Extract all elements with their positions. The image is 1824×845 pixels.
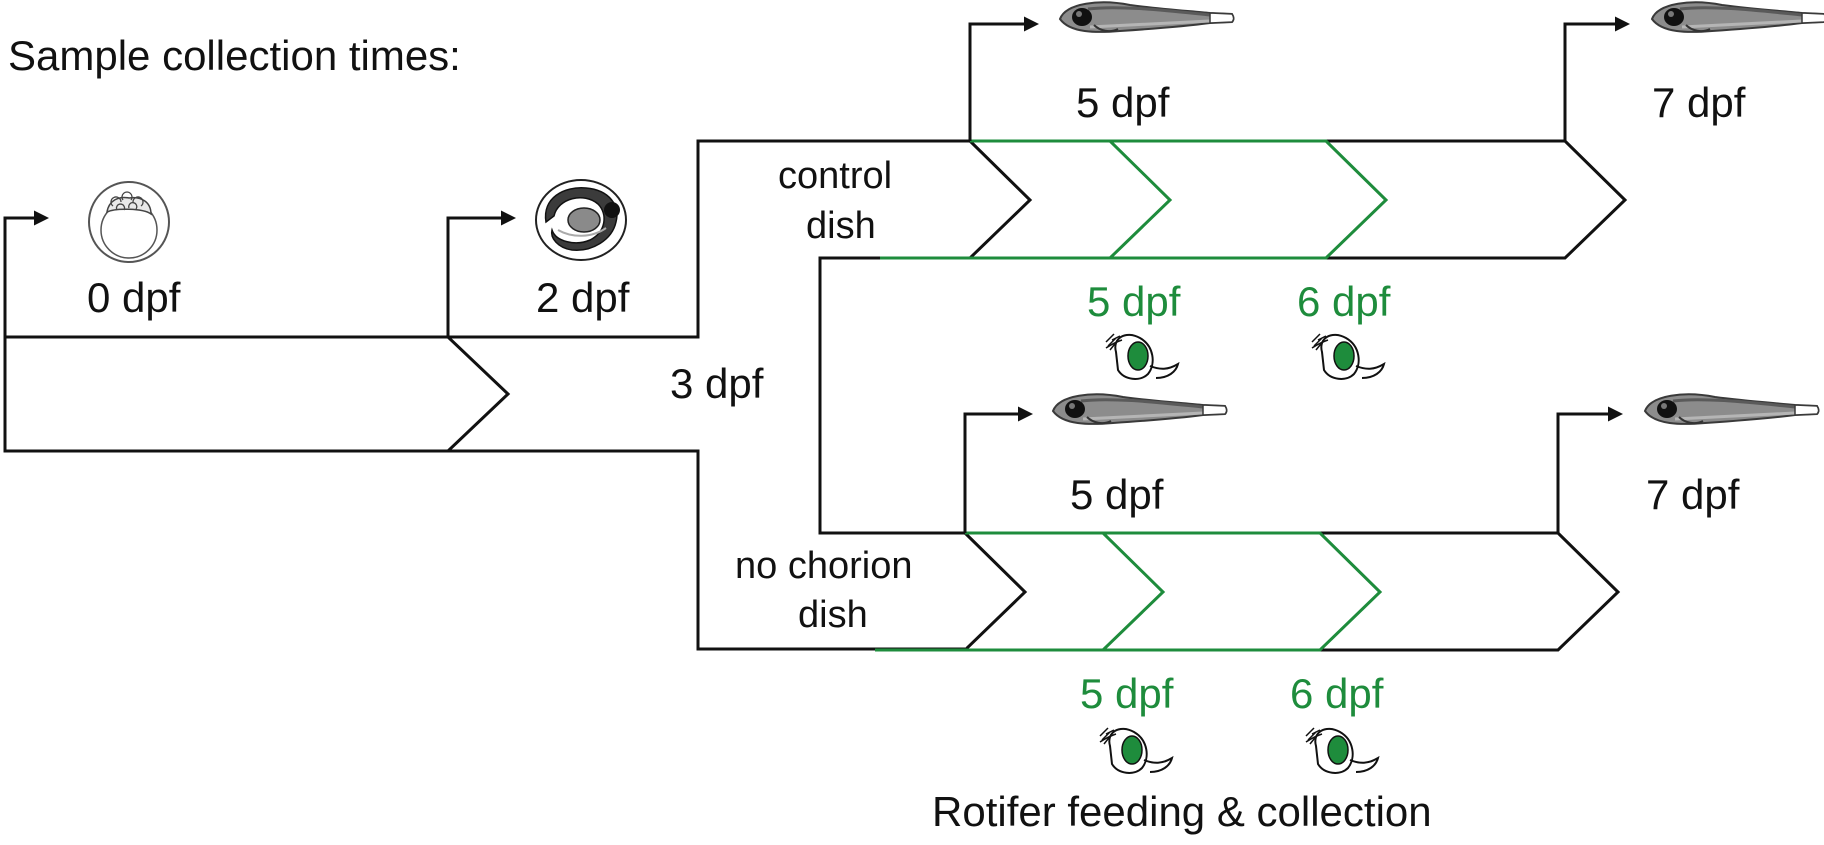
no-chorion-feed-label-6dpf: 6 dpf [1290,670,1384,717]
control-dish-name-line1: control [778,155,892,197]
stage-label-2dpf: 2 dpf [536,274,630,321]
stage-label-3dpf: 3 dpf [670,360,764,407]
no-chorion-collect-late-label: 7 dpf [1646,471,1740,518]
zebrafish-larva-icon-no-chorion-7dpf [1643,392,1820,426]
control-feed-label-6dpf: 6 dpf [1297,278,1391,325]
no-chorion-dish-name-line1: no chorion [735,545,912,587]
control-dish-name-line2: dish [806,205,876,247]
zebrafish-larva-icon-no-chorion-5dpf [1051,392,1228,426]
collect-arrow-0dpf [3,210,49,337]
collect-arrow-no-chorion-5dpf [963,406,1033,533]
no-chorion-dish-name-line2: dish [798,594,868,636]
chorion-embryo-icon [535,179,627,261]
control-feed-label-5dpf: 5 dpf [1087,278,1181,325]
early-stage-arrow [3,335,511,453]
control-feed-segment-1 [880,139,1173,260]
zygote-embryo-icon [88,181,170,263]
collect-arrow-control-7dpf [1563,16,1630,141]
dish-divider-outline [818,256,965,535]
footer-caption: Rotifer feeding & collection [932,788,1432,835]
no-chorion-feed-segment-1 [875,531,1166,652]
zebrafish-larva-icon-control-5dpf [1058,0,1235,34]
control-feed-segment-2 [1110,139,1389,260]
no-chorion-feed-label-5dpf: 5 dpf [1080,670,1174,717]
stage-label-0dpf: 0 dpf [87,274,181,321]
rotifer-icon-control-6dpf [1311,333,1385,380]
no-chorion-dish-arrow [961,531,1621,652]
no-chorion-dish-branch-outline [448,449,965,651]
control-collect-early-label: 5 dpf [1076,79,1170,126]
collect-arrow-no-chorion-7dpf [1556,406,1623,533]
rotifer-icon-no-chorion-6dpf [1305,727,1379,774]
no-chorion-collect-early-label: 5 dpf [1070,471,1164,518]
control-collect-late-label: 7 dpf [1652,79,1746,126]
zebrafish-larva-icon-control-7dpf [1650,0,1824,34]
control-dish-arrow [966,139,1628,260]
rotifer-icon-no-chorion-5dpf [1099,727,1173,774]
collect-arrow-control-5dpf [968,16,1039,141]
rotifer-icon-control-5dpf [1105,333,1179,380]
control-dish-branch-outline [448,139,970,339]
collect-arrow-2dpf [446,210,516,337]
no-chorion-feed-segment-2 [1103,531,1383,652]
diagram-title: Sample collection times: [8,32,461,79]
